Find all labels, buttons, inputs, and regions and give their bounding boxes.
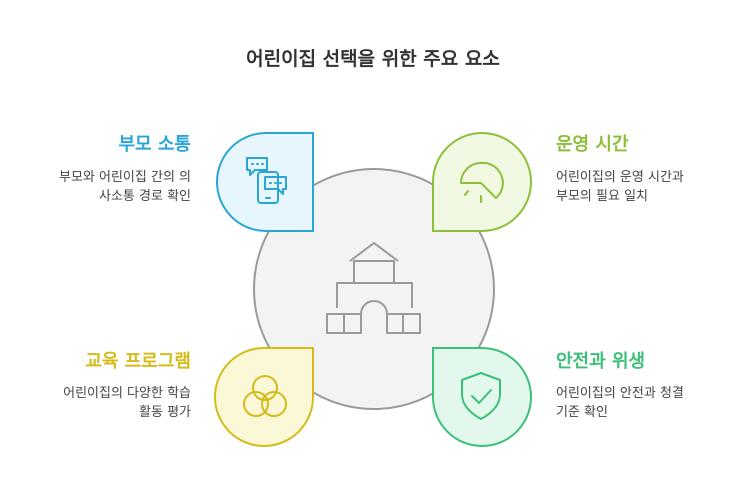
education-heading: 교육 프로그램	[85, 351, 191, 372]
school-building-icon	[326, 242, 421, 334]
safety-petal	[432, 347, 532, 447]
safety-desc-line2: 기준 확인	[556, 405, 608, 420]
hours-desc-line1: 어린이집의 운영 시간과	[556, 170, 684, 185]
hours-heading: 운영 시간	[556, 134, 629, 155]
communication-desc: 부모와 어린이집 간의 의 사소통 경로 확인	[1, 168, 191, 206]
clock-icon	[460, 161, 504, 203]
page-title: 어린이집 선택을 위한 주요 요소	[246, 48, 500, 70]
communication-desc-line1: 부모와 어린이집 간의 의	[59, 170, 191, 185]
chat-phone-icon	[246, 157, 287, 204]
safety-heading: 안전과 위생	[556, 351, 646, 372]
venn-circles-icon	[243, 375, 287, 417]
education-desc-line2: 활동 평가	[139, 405, 191, 420]
communication-desc-line2: 사소통 경로 확인	[99, 189, 191, 204]
shield-check-icon	[461, 372, 501, 420]
safety-desc-line1: 어린이집의 안전과 청결	[556, 386, 684, 401]
hours-desc-line2: 부모의 필요 일치	[556, 189, 648, 204]
hours-petal	[432, 132, 532, 232]
safety-desc: 어린이집의 안전과 청결 기준 확인	[556, 384, 746, 422]
education-desc: 어린이집의 다양한 학습 활동 평가	[1, 384, 191, 422]
hours-desc: 어린이집의 운영 시간과 부모의 필요 일치	[556, 168, 746, 206]
education-desc-line1: 어린이집의 다양한 학습	[63, 386, 191, 401]
communication-heading: 부모 소통	[118, 134, 191, 155]
